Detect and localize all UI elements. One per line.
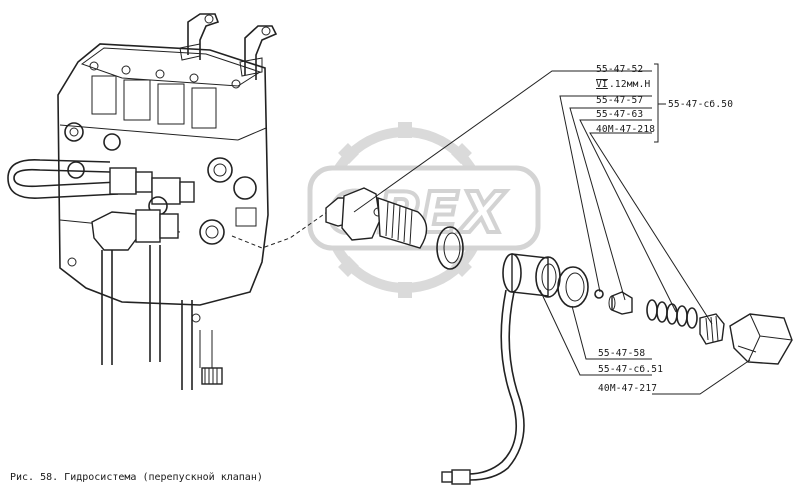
callout-labels: 55-47-52 VI .12мм.Н 55-47-57 55-47-63 40… bbox=[596, 64, 733, 394]
label-thread-rest: .12мм.Н bbox=[609, 79, 651, 90]
label-55-47-63: 55-47-63 bbox=[596, 109, 643, 120]
cylinder-with-pipe bbox=[441, 253, 561, 485]
figure-caption: Рис. 58. Гидросистема (перепускной клапа… bbox=[10, 471, 263, 483]
label-thread-spec: VI .12мм.Н bbox=[596, 79, 651, 90]
o-ring bbox=[557, 266, 589, 308]
distributor-assembly bbox=[7, 13, 278, 390]
label-40M-47-217: 40М-47-217 bbox=[598, 383, 657, 394]
spring bbox=[646, 299, 698, 329]
connection-dashed-line bbox=[231, 209, 331, 249]
label-thread-roman: VI bbox=[596, 79, 608, 90]
cap-nut bbox=[729, 313, 793, 365]
valve-plunger bbox=[608, 291, 633, 315]
adjusting-screw bbox=[699, 313, 725, 345]
label-group-55-47-sb50: 55-47-сб.50 bbox=[668, 99, 733, 110]
gasket-ring bbox=[436, 226, 464, 270]
valve-body bbox=[325, 187, 428, 249]
label-55-47-58: 55-47-58 bbox=[598, 348, 645, 359]
valve-ball bbox=[594, 289, 604, 299]
label-55-47-57: 55-47-57 bbox=[596, 95, 643, 106]
label-55-47-52: 55-47-52 bbox=[596, 64, 643, 75]
label-55-47-sb51: 55-47-сб.51 bbox=[598, 364, 663, 375]
leader-lines bbox=[353, 63, 751, 395]
label-40M-47-218: 40М-47-218 bbox=[596, 124, 655, 135]
